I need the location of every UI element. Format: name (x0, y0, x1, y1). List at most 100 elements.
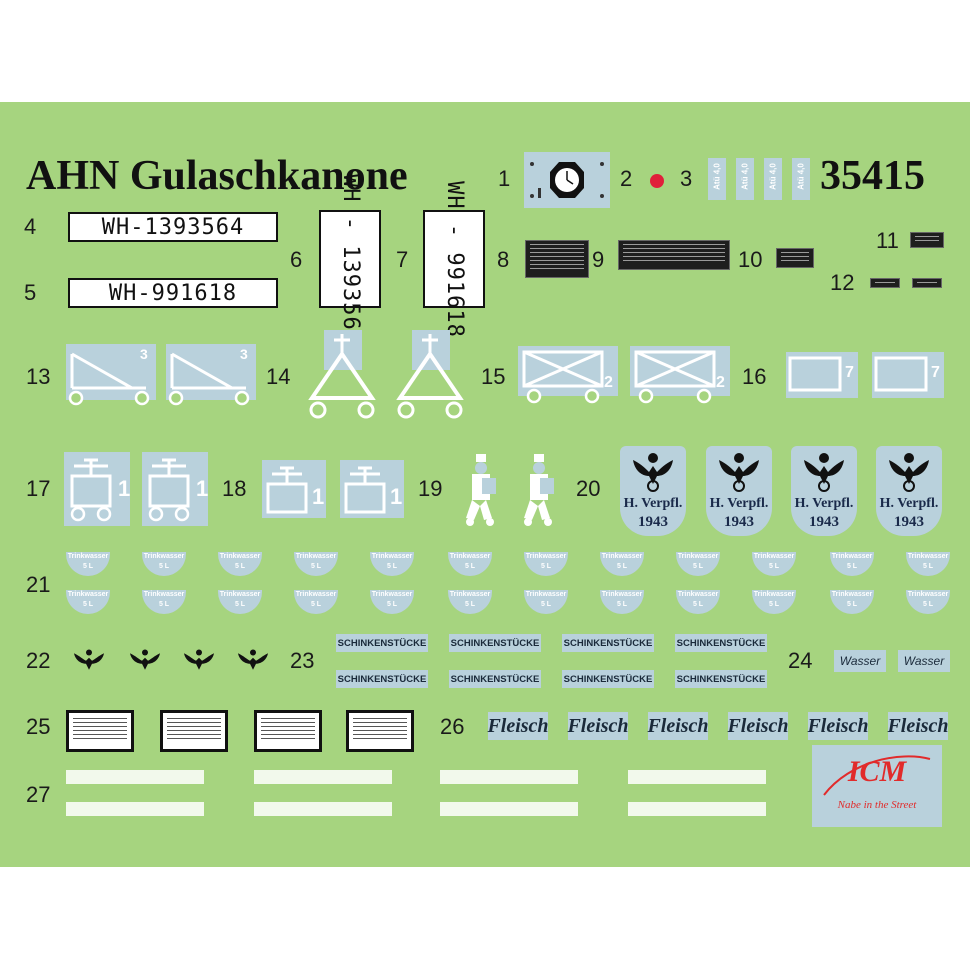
decal-18-kitchen-box-icon (340, 460, 404, 518)
data-plate-11 (910, 232, 944, 248)
trinkwasser-line1: Trinkwasser (295, 553, 337, 560)
trinkwasser-line2: 5 L (768, 601, 780, 608)
decal-13-trailer-icon (66, 344, 156, 406)
trinkwasser-line2: 5 L (82, 563, 94, 570)
label-25: 25 (26, 714, 51, 739)
decal-19-cook-figure-icon (524, 454, 554, 526)
trinkwasser-line1: Trinkwasser (677, 553, 719, 560)
trinkwasser-line2: 5 L (464, 563, 476, 570)
decal-27-strip (254, 802, 392, 816)
label-17: 17 (26, 476, 51, 501)
decal-20-verpfl-shield: H. Verpfl. 1943 (791, 446, 857, 536)
decal-3-atue (792, 158, 810, 200)
decal-16-digit: 7 (931, 364, 940, 381)
icm-logo: ICM Nabe in the Street (812, 745, 942, 827)
trinkwasser-line1: Trinkwasser (295, 591, 337, 598)
atue-text: Atü 4,0 (740, 163, 750, 190)
decal-13-trailer-icon (166, 344, 256, 406)
icm-brand: ICM (847, 755, 907, 788)
trinkwasser-line2: 5 L (616, 601, 628, 608)
verpfl-line1: H. Verpfl. (623, 496, 683, 511)
trinkwasser-line1: Trinkwasser (143, 553, 185, 560)
swoosh-icon (823, 755, 931, 796)
label-14: 14 (266, 364, 291, 389)
label-3: 3 (680, 166, 693, 191)
label-1: 1 (498, 166, 511, 191)
decal-26-fleisch: Fleisch (727, 712, 789, 740)
decal-15-digit: 2 (716, 374, 725, 391)
label-22: 22 (26, 648, 51, 673)
decal-22-eagle-icon (184, 649, 214, 670)
eagle-icon (719, 453, 759, 492)
decal-23-schinken: SCHINKENSTÜCKE (675, 670, 767, 688)
decal-23-schinken: SCHINKENSTÜCKE (562, 634, 654, 652)
label-19: 19 (418, 476, 443, 501)
product-code: 35415 (820, 153, 925, 199)
decal-24-wasser: Wasser (834, 650, 886, 672)
data-plate-8 (525, 240, 589, 278)
trinkwasser-line2: 5 L (846, 563, 858, 570)
decal-22-eagle-icon (74, 649, 104, 670)
decal-22-eagle-icon (238, 649, 268, 670)
trinkwasser-line2: 5 L (846, 601, 858, 608)
plate-5-text: WH-991618 (108, 280, 238, 306)
label-23: 23 (290, 648, 315, 673)
eagle-icon (804, 453, 844, 492)
label-11: 11 (876, 228, 899, 253)
trinkwasser-line1: Trinkwasser (601, 591, 643, 598)
decal-3-atue (764, 158, 782, 200)
label-15: 15 (481, 364, 506, 389)
eagle-icon (889, 453, 929, 492)
label-6: 6 (290, 247, 303, 272)
decal-17-digit: 1 (196, 476, 209, 501)
decal-27-strip (66, 802, 204, 816)
trinkwasser-line1: Trinkwasser (67, 591, 109, 598)
trinkwasser-line1: Trinkwasser (907, 553, 949, 560)
plate-6-text: WH - 1393564 (337, 173, 363, 345)
label-20: 20 (576, 476, 601, 501)
label-27: 27 (26, 782, 51, 807)
plate-7-text: WH - 991618 (441, 180, 467, 338)
decal-27-strip (440, 802, 578, 816)
data-plate-12b (912, 278, 942, 288)
gauge-icon (530, 162, 604, 198)
label-26: 26 (440, 714, 465, 739)
decal-26-fleisch: Fleisch (487, 712, 549, 740)
label-24: 24 (788, 648, 813, 673)
decal-26-fleisch: Fleisch (567, 712, 629, 740)
trinkwasser-line2: 5 L (386, 601, 398, 608)
decal-14-cross-trailer-icon (308, 330, 376, 419)
label-13: 13 (26, 364, 51, 389)
trinkwasser-line1: Trinkwasser (67, 553, 109, 560)
trinkwasser-line2: 5 L (386, 563, 398, 570)
trinkwasser-line2: 5 L (540, 601, 552, 608)
plate-4-text: WH-1393564 (101, 214, 245, 240)
trinkwasser-line1: Trinkwasser (831, 591, 873, 598)
decal-15-crate-icon (630, 346, 730, 404)
verpfl-line2: 1943 (809, 514, 839, 530)
decal-13-digit: 3 (240, 346, 248, 362)
decal-20-verpfl-shield: H. Verpfl. 1943 (876, 446, 942, 536)
decal-15-digit: 2 (604, 374, 613, 391)
trinkwasser-line1: Trinkwasser (753, 591, 795, 598)
trinkwasser-line1: Trinkwasser (753, 553, 795, 560)
decal-2-red-dot (650, 174, 664, 188)
license-plate-5: WH-991618 (68, 278, 278, 308)
trinkwasser-line2: 5 L (82, 601, 94, 608)
decal-14-cross-trailer-icon (396, 330, 464, 419)
decal-18-kitchen-box-icon (262, 460, 326, 518)
decal-3-atue (736, 158, 754, 200)
decal-23-schinken: SCHINKENSTÜCKE (336, 634, 428, 652)
label-4: 4 (24, 214, 37, 239)
trinkwasser-line1: Trinkwasser (371, 553, 413, 560)
decal-27-strip (254, 770, 392, 784)
decal-23-schinken: SCHINKENSTÜCKE (449, 634, 541, 652)
verpfl-line2: 1943 (724, 514, 754, 530)
license-plate-4: WH-1393564 (68, 212, 278, 242)
decal-20-verpfl-shield: H. Verpfl. 1943 (706, 446, 772, 536)
verpfl-line1: H. Verpfl. (879, 496, 939, 511)
decal-23-schinken: SCHINKENSTÜCKE (336, 670, 428, 688)
trinkwasser-line2: 5 L (692, 601, 704, 608)
decal-27-strip (440, 770, 578, 784)
decal-26-fleisch: Fleisch (807, 712, 869, 740)
